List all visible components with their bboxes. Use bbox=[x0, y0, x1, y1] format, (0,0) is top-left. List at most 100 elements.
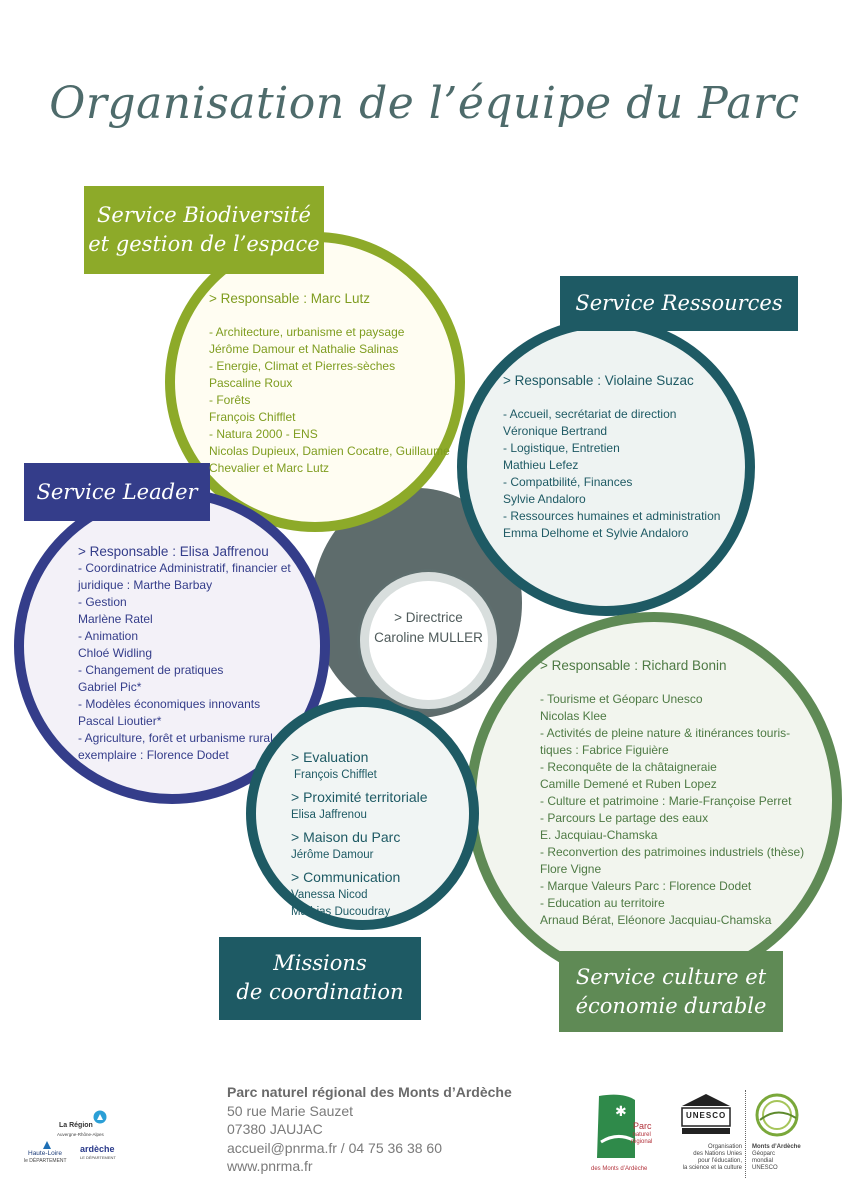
list-item: - Compatbilité, Finances bbox=[503, 475, 633, 489]
geoparc-icon bbox=[755, 1093, 799, 1137]
unesco-text-line: Organisation bbox=[707, 1144, 742, 1150]
list-item: - Logistique, Entretien bbox=[503, 441, 620, 455]
list-item: - Activités de pleine nature & itinéranc… bbox=[540, 726, 791, 740]
leader-responsable: > Responsable : Elisa Jaffrenou bbox=[78, 544, 269, 559]
unesco-temple-icon bbox=[681, 1094, 731, 1134]
page-title: Organisation de l’équipe du Parc bbox=[49, 78, 800, 129]
biodiversite-banner-line: et gestion de l’espace bbox=[88, 232, 320, 256]
footer-website-link[interactable]: www.pnrma.fr bbox=[227, 1158, 313, 1174]
list-item: Pascal Lioutier* bbox=[78, 714, 162, 728]
ardeche-logo: ardèche LE DÉPARTEMENT bbox=[80, 1144, 140, 1161]
list-item: Arnaud Bérat, Eléonore Jacquiau-Chamska bbox=[540, 913, 772, 927]
unesco-text-line: la science et la culture bbox=[682, 1165, 742, 1171]
footer-address-line: 50 rue Marie Sauzet bbox=[227, 1102, 354, 1119]
ardeche-sub: LE DÉPARTEMENT bbox=[80, 1155, 116, 1160]
unesco-name: UNESCO bbox=[686, 1111, 727, 1120]
parc-logo-line: Parc bbox=[633, 1121, 652, 1131]
list-item: - Energie, Climat et Pierres-sèches bbox=[209, 359, 396, 373]
list-item: - Ressources humaines et administration bbox=[503, 509, 721, 523]
list-item: - Agriculture, forêt et urbanisme rural bbox=[78, 731, 273, 745]
list-item: - Reconvertion des patrimoines industrie… bbox=[540, 845, 805, 859]
direction-role: > Directrice bbox=[394, 610, 463, 625]
geoparc-logo: Monts d’Ardèche Géoparc mondial UNESCO bbox=[750, 1092, 820, 1177]
direction-name: Caroline MULLER bbox=[374, 630, 483, 645]
list-item: - Accueil, secrétariat de direction bbox=[503, 407, 677, 421]
region-logo-icon bbox=[93, 1110, 107, 1124]
list-item: Camille Demené et Ruben Lopez bbox=[540, 777, 717, 791]
list-item: Nicolas Klee bbox=[540, 709, 607, 723]
list-item: Emma Delhome et Sylvie Andaloro bbox=[503, 526, 689, 540]
mission-label: > Communication bbox=[291, 869, 401, 885]
mission-names: Vanessa Nicod bbox=[291, 889, 368, 901]
parc-logo-caption: des Monts d’Ardèche bbox=[591, 1166, 648, 1172]
culture-banner: Service culture et économie durable bbox=[559, 951, 783, 1032]
missions-banner-line: de coordination bbox=[236, 980, 404, 1004]
direction-circle bbox=[360, 572, 497, 709]
ressources-banner: Service Ressources bbox=[560, 276, 798, 331]
list-item: - Natura 2000 - ENS bbox=[209, 427, 318, 441]
list-item: exemplaire : Florence Dodet bbox=[78, 748, 229, 762]
list-item: - Parcours Le partage des eaux bbox=[540, 811, 709, 825]
list-item: - Gestion bbox=[78, 595, 127, 609]
list-item: - Education au territoire bbox=[540, 896, 665, 910]
culture-responsable: > Responsable : Richard Bonin bbox=[540, 658, 727, 673]
region-sub: Auvergne-Rhône-Alpes bbox=[57, 1132, 104, 1137]
haute-loire-name: Haute-Loire bbox=[28, 1150, 62, 1157]
list-item: Flore Vigne bbox=[540, 862, 602, 876]
logo-divider bbox=[745, 1090, 747, 1178]
footer-address: Parc naturel régional des Monts d’Ardèch… bbox=[227, 1083, 512, 1176]
list-item: - Forêts bbox=[209, 393, 251, 407]
culture-banner-line: économie durable bbox=[575, 994, 767, 1018]
list-item: François Chifflet bbox=[209, 410, 296, 424]
ressources-content: > Responsable : Violaine Suzac - Accueil… bbox=[503, 372, 720, 542]
missions-banner: Missions de coordination bbox=[219, 937, 421, 1020]
missions-banner-line: Missions bbox=[273, 951, 367, 975]
ressources-circle bbox=[457, 318, 755, 616]
footer-org: Parc naturel régional des Monts d’Ardèch… bbox=[227, 1084, 512, 1100]
geoparc-text-line: mondial bbox=[752, 1158, 774, 1164]
parc-logo-line: naturel bbox=[632, 1132, 651, 1138]
list-item: Pascaline Roux bbox=[209, 376, 293, 390]
list-item: E. Jacquiau-Chamska bbox=[540, 828, 658, 842]
list-item: - Animation bbox=[78, 629, 139, 643]
mission-names: Mathias Ducoudray bbox=[291, 906, 391, 918]
list-item: - Coordinatrice Administratif, financier… bbox=[78, 561, 291, 575]
haute-loire-sub: le DÉPARTEMENT bbox=[24, 1158, 67, 1164]
missions-content: > Evaluation François Chifflet > Proximi… bbox=[291, 748, 428, 925]
unesco-text-line: des Nations Unies bbox=[693, 1151, 742, 1157]
geoparc-text-line: Monts d’Ardèche bbox=[752, 1144, 801, 1150]
missions-circle bbox=[246, 697, 479, 930]
list-item: - Culture et patrimoine : Marie-François… bbox=[540, 794, 792, 808]
list-item: juridique : Marthe Barbay bbox=[78, 578, 213, 592]
unesco-text: Organisation des Nations Unies pour l’éd… bbox=[666, 1144, 742, 1172]
list-item: Nicolas Dupieux, Damien Cocatre, Guillau… bbox=[209, 444, 450, 458]
biodiversite-banner: Service Biodiversité et gestion de l’esp… bbox=[84, 186, 324, 274]
footer-contact[interactable]: accueil@pnrma.fr / 04 75 36 38 60 bbox=[227, 1139, 443, 1156]
ardeche-name: ardèche bbox=[80, 1144, 115, 1154]
parc-logo-icon: ✱ bbox=[597, 1094, 635, 1158]
leader-banner: Service Leader bbox=[24, 463, 210, 521]
list-item: Jérôme Damour et Nathalie Salinas bbox=[209, 342, 399, 356]
list-item: Chevalier et Marc Lutz bbox=[209, 461, 330, 475]
list-item: - Changement de pratiques bbox=[78, 663, 224, 677]
list-item: - Modèles économiques innovants bbox=[78, 697, 261, 711]
culture-banner-line: Service culture et bbox=[575, 965, 767, 989]
list-item: Véronique Bertrand bbox=[503, 424, 608, 438]
svg-text:✱: ✱ bbox=[615, 1104, 627, 1120]
biodiversite-content: > Responsable : Marc Lutz - Architecture… bbox=[209, 290, 450, 477]
list-item: - Marque Valeurs Parc : Florence Dodet bbox=[540, 879, 752, 893]
list-item: Mathieu Lefez bbox=[503, 458, 579, 472]
biodiversite-responsable: > Responsable : Marc Lutz bbox=[209, 291, 370, 306]
parc-logo-sub: naturel régional bbox=[631, 1132, 652, 1146]
direction-content: > Directrice Caroline MULLER bbox=[360, 608, 497, 648]
mission-names: François Chifflet bbox=[294, 769, 377, 781]
culture-content: > Responsable : Richard Bonin - Tourisme… bbox=[540, 657, 804, 929]
region-name: La Région bbox=[59, 1122, 93, 1129]
leader-content: > Responsable : Elisa Jaffrenou - Coordi… bbox=[78, 543, 291, 764]
biodiversite-banner-line: Service Biodiversité bbox=[97, 203, 311, 227]
geoparc-text-line: Géoparc bbox=[752, 1151, 776, 1157]
list-item: - Tourisme et Géoparc Unesco bbox=[540, 692, 703, 706]
list-item: tiques : Fabrice Figuière bbox=[540, 743, 669, 757]
mission-names: Elisa Jaffrenou bbox=[291, 809, 367, 821]
unesco-logo: UNESCO Organisation des Nations Unies po… bbox=[666, 1092, 744, 1177]
